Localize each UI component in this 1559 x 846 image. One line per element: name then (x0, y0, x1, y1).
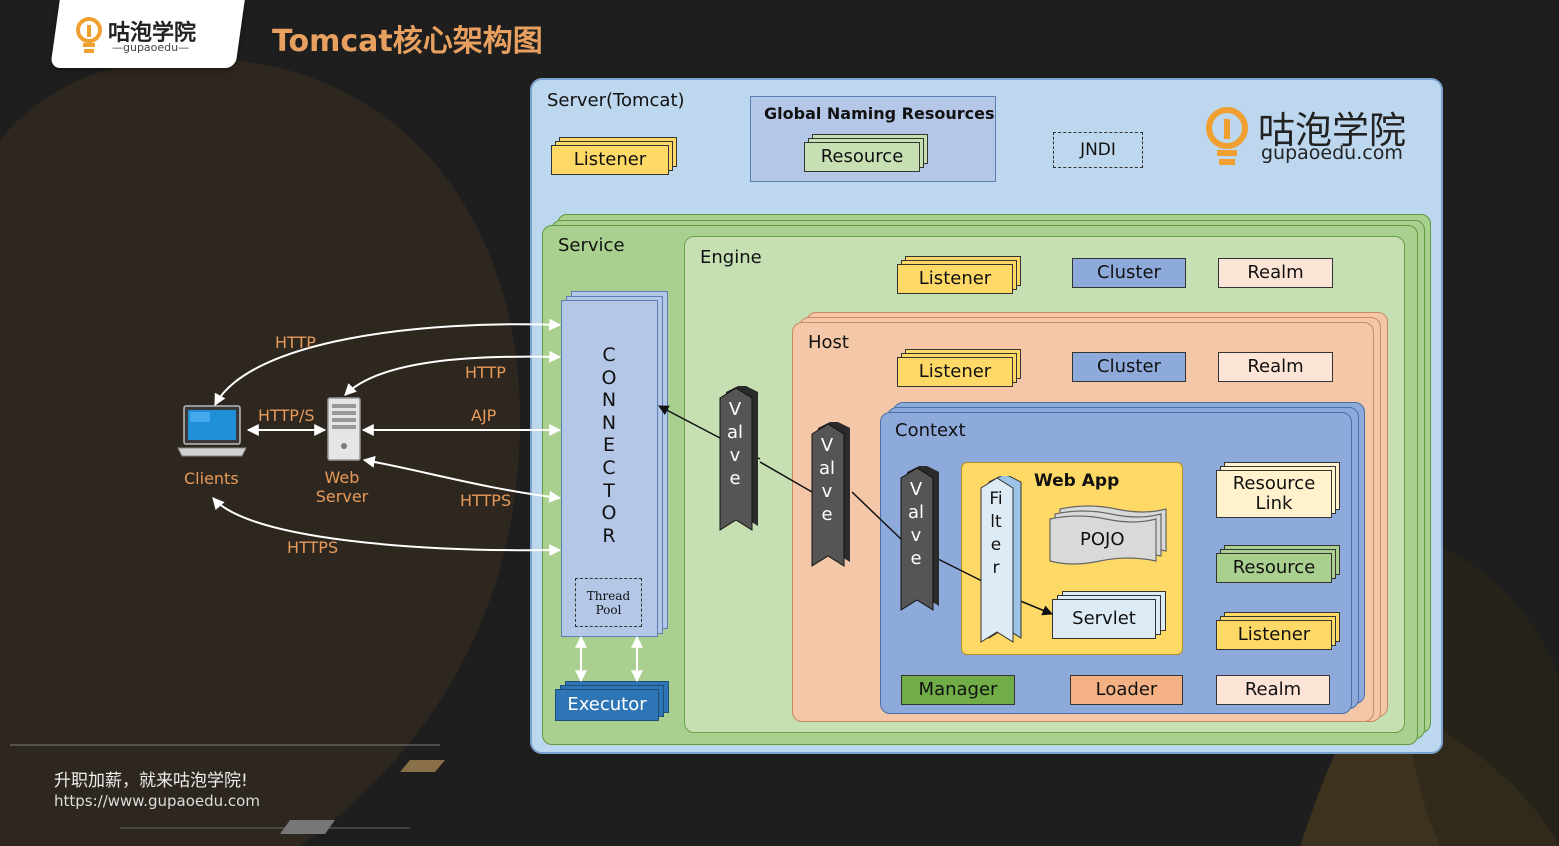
context-resource-stack: Resource (1216, 545, 1342, 583)
loader-box: Loader (1070, 675, 1183, 705)
header-logo-text: 咕泡学院 (108, 21, 197, 46)
thread-pool-label: Thread Pool (586, 588, 631, 617)
engine-realm: Realm (1218, 258, 1333, 288)
gnr-resource: Resource (804, 142, 920, 172)
clients-label: Clients (184, 469, 239, 488)
resource-link-stack: Resource Link (1216, 462, 1342, 518)
gnr-resource-stack: Resource (804, 134, 930, 172)
host-valve-label: Valve (818, 435, 836, 525)
resource-link-label: Resource Link (1232, 473, 1316, 514)
engine-cluster: Cluster (1072, 258, 1186, 288)
context-resource: Resource (1216, 553, 1332, 583)
global-naming-resources-title: Global Naming Resources (764, 104, 995, 123)
servlet: Servlet (1052, 599, 1156, 639)
header-logo-subtext: —gupaoedu— (112, 41, 190, 54)
webapp-title: Web App (1034, 471, 1120, 491)
engine-valve-shape (719, 386, 758, 531)
thread-pool-box: Thread Pool (575, 578, 642, 627)
host-listener: Listener (897, 357, 1013, 387)
arrow-label-ajp: AJP (471, 406, 497, 425)
context-realm: Realm (1216, 675, 1330, 705)
arrow-label-https-1: HTTPS (460, 491, 512, 510)
context-valve-shape (900, 466, 939, 611)
context-listener-stack: Listener (1216, 612, 1342, 650)
engine-title: Engine (700, 247, 762, 268)
host-listener-stack: Listener (897, 349, 1023, 387)
lightbulb-icon (76, 17, 102, 53)
footer-slogan: 升职加薪，就来咕泡学院! (54, 771, 248, 791)
arrow-label-http-2: HTTP (465, 363, 506, 382)
arrow-label-https-2: HTTPS (287, 538, 339, 557)
footer-url[interactable]: https://www.gupaoedu.com (54, 792, 260, 810)
arrow-label-https-slash: HTTP/S (258, 406, 315, 425)
brand-name: 咕泡学院 (1258, 109, 1406, 152)
filter-shape (980, 476, 1022, 643)
servlet-stack: Servlet (1052, 591, 1168, 639)
host-valve-shape (811, 422, 850, 567)
host-title: Host (808, 332, 849, 353)
page-title: Tomcat核心架构图 (272, 24, 543, 59)
laptop-icon (177, 405, 247, 457)
server-listener-stack: Listener (551, 137, 677, 175)
context-valve-label: Valve (907, 479, 925, 569)
pojo-shape (1049, 505, 1167, 565)
context-title: Context (895, 420, 966, 441)
connector-label: CONNECTOR (601, 344, 617, 547)
server-listener: Listener (551, 145, 669, 175)
pojo-label: POJO (1080, 529, 1125, 550)
resource-link: Resource Link (1216, 470, 1332, 518)
filter-label: Filter (989, 489, 1003, 578)
host-cluster: Cluster (1072, 352, 1186, 382)
arrow-label-http-1: HTTP (275, 333, 316, 352)
manager-box: Manager (901, 675, 1015, 705)
web-server-icon (327, 397, 361, 461)
server-title: Server(Tomcat) (547, 90, 685, 111)
executor-stack: Executor (555, 681, 671, 721)
executor: Executor (555, 689, 659, 721)
brand-lightbulb-icon (1206, 107, 1248, 165)
engine-listener: Listener (897, 264, 1013, 294)
context-listener: Listener (1216, 620, 1332, 650)
web-server-label: Web Server (315, 468, 369, 506)
service-title: Service (558, 235, 625, 256)
engine-valve-label: Valve (726, 399, 744, 489)
brand-domain: gupaoedu.com (1261, 142, 1403, 164)
engine-listener-stack: Listener (897, 256, 1023, 294)
jndi-box: JNDI (1053, 132, 1143, 168)
host-realm: Realm (1218, 352, 1333, 382)
